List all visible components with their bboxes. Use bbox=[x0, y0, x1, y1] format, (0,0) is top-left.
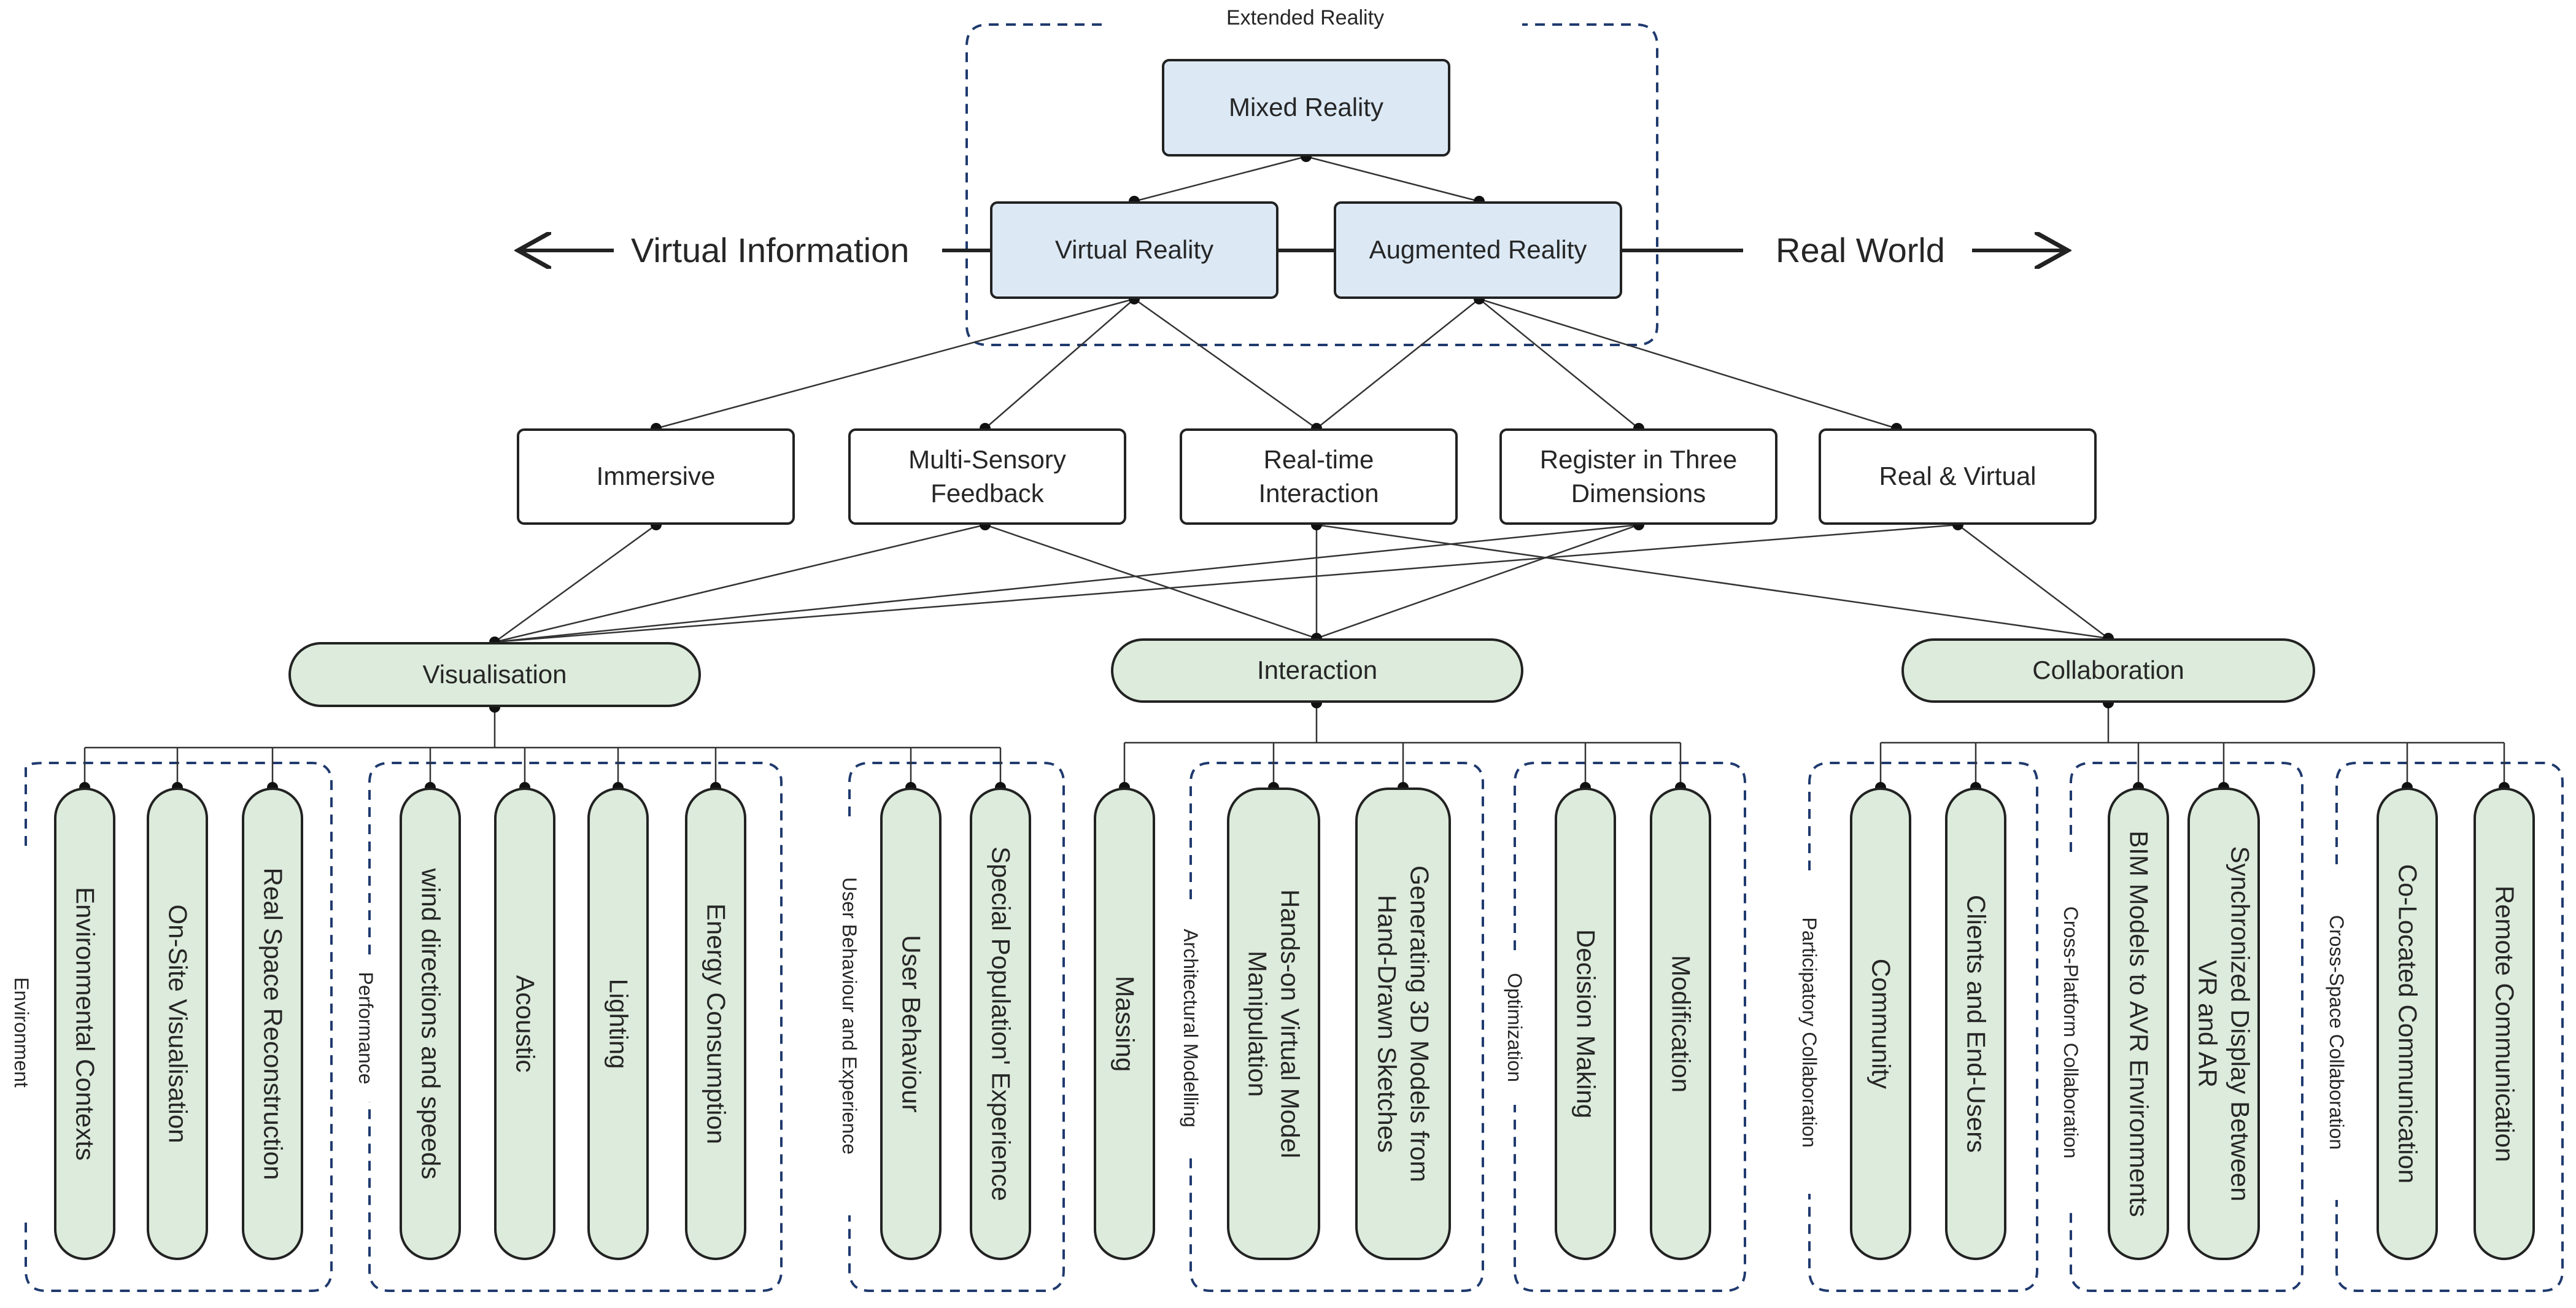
item-label: Community bbox=[1866, 958, 1896, 1089]
augmented-reality-label: Augmented Reality bbox=[1369, 235, 1587, 265]
group-label-user-behaviour: User Behaviour and Experience bbox=[838, 877, 861, 1155]
item-label: Generating 3D Models from Hand-Drawn Ske… bbox=[1373, 865, 1434, 1182]
item-label: Clients and End-Users bbox=[1962, 894, 1991, 1153]
item-user-behaviour: User Behaviour bbox=[880, 788, 942, 1260]
virtual-information-label: Virtual Information bbox=[631, 231, 910, 269]
item-onsite-visualisation: On-Site Visualisation bbox=[147, 788, 208, 1260]
category-label: Interaction bbox=[1256, 656, 1378, 685]
item-environmental-contexts: Environmental Contexts bbox=[54, 788, 115, 1260]
augmented-reality-box: Augmented Reality bbox=[1334, 201, 1622, 299]
item-label: Special Population' Experience bbox=[986, 846, 1016, 1201]
characteristic-label: Real-time Interaction bbox=[1258, 444, 1379, 508]
item-real-space-reconstruction: Real Space Reconstruction bbox=[242, 788, 303, 1260]
frame-optimization bbox=[1514, 762, 1746, 1292]
virtual-reality-label: Virtual Reality bbox=[1054, 235, 1214, 265]
dashed-frames bbox=[25, 23, 2564, 1292]
item-community: Community bbox=[1850, 788, 1911, 1260]
item-label: Massing bbox=[1110, 975, 1140, 1072]
item-bim: BIM Models to AVR Environments bbox=[2108, 788, 2169, 1260]
frame-user-behaviour bbox=[848, 762, 1065, 1292]
item-label: User Behaviour bbox=[897, 935, 926, 1113]
item-acoustic: Acoustic bbox=[494, 788, 555, 1260]
item-label: Synchronized Display Between VR and AR bbox=[2194, 846, 2255, 1202]
characteristic-immersive: Immersive bbox=[517, 428, 795, 525]
category-collaboration: Collaboration bbox=[1901, 638, 2315, 703]
item-label: Hands-on Virtual Model Manipulation bbox=[1244, 889, 1305, 1159]
group-label-architectural-modelling: Architectural Modelling bbox=[1180, 929, 1202, 1128]
item-massing: Massing bbox=[1094, 788, 1155, 1260]
category-label: Visualisation bbox=[422, 659, 567, 689]
characteristic-label: Real & Virtual bbox=[1879, 462, 2036, 491]
characteristic-label: Immersive bbox=[596, 462, 716, 491]
virtual-reality-box: Virtual Reality bbox=[990, 201, 1278, 299]
item-label: Remote Communication bbox=[2490, 885, 2520, 1163]
mixed-reality-box: Mixed Reality bbox=[1162, 59, 1450, 157]
characteristic-label: Register in Three Dimensions bbox=[1539, 444, 1738, 508]
item-hands-on: Hands-on Virtual Model Manipulation bbox=[1227, 788, 1320, 1260]
item-modification: Modification bbox=[1650, 788, 1711, 1260]
item-generating-3d: Generating 3D Models from Hand-Drawn Ske… bbox=[1355, 788, 1451, 1260]
extended-reality-title: Extended Reality bbox=[1226, 6, 1385, 29]
item-colocated: Co-Located Communication bbox=[2377, 788, 2438, 1260]
category-interaction: Interaction bbox=[1111, 638, 1523, 703]
item-special-population: Special Population' Experience bbox=[970, 788, 1031, 1260]
group-label-performance: Performance bbox=[355, 972, 377, 1085]
category-label: Collaboration bbox=[2032, 656, 2184, 685]
group-label-optimization: Optimization bbox=[1504, 973, 1526, 1082]
item-label: Modification bbox=[1666, 954, 1696, 1093]
item-clients: Clients and End-Users bbox=[1945, 788, 2006, 1260]
item-label: Environmental Contexts bbox=[71, 887, 100, 1161]
item-decision-making: Decision Making bbox=[1555, 788, 1616, 1260]
thin-connectors bbox=[494, 155, 2109, 643]
characteristic-register3d: Register in Three Dimensions bbox=[1499, 428, 1777, 525]
group-label-cross-space: Cross-Space Collaboration bbox=[2326, 915, 2348, 1150]
group-label-cross-platform: Cross-Platform Collaboration bbox=[2060, 906, 2082, 1159]
item-label: Decision Making bbox=[1571, 929, 1601, 1119]
frame-cross-platform bbox=[2070, 762, 2303, 1292]
frame-participatory bbox=[1808, 762, 2038, 1292]
frame-architectural-modelling bbox=[1189, 762, 1484, 1292]
item-label: Co-Located Communication bbox=[2393, 864, 2423, 1184]
item-energy: Energy Consumption bbox=[685, 788, 746, 1260]
item-label: wind directions and speeds bbox=[416, 868, 446, 1180]
characteristic-multisensory: Multi-Sensory Feedback bbox=[848, 428, 1126, 525]
characteristic-realtime: Real-time Interaction bbox=[1180, 428, 1458, 525]
characteristic-realvirtual: Real & Virtual bbox=[1819, 428, 2097, 525]
frame-extended-reality bbox=[965, 23, 1658, 346]
group-label-participatory: Participatory Collaboration bbox=[1798, 917, 1820, 1148]
tree-connectors bbox=[83, 703, 2505, 788]
characteristic-label: Multi-Sensory Feedback bbox=[908, 444, 1066, 508]
frame-environment bbox=[25, 762, 333, 1292]
item-label: BIM Models to AVR Environments bbox=[2124, 830, 2154, 1217]
item-label: Acoustic bbox=[511, 975, 540, 1073]
item-wind: wind directions and speeds bbox=[400, 788, 461, 1260]
mixed-reality-label: Mixed Reality bbox=[1228, 93, 1384, 122]
category-visualisation: Visualisation bbox=[288, 642, 701, 707]
item-label: Real Space Reconstruction bbox=[258, 867, 288, 1180]
item-remote: Remote Communication bbox=[2474, 788, 2535, 1260]
group-label-environment: Environment bbox=[10, 977, 33, 1088]
item-lighting: Lighting bbox=[587, 788, 649, 1260]
item-label: Energy Consumption bbox=[702, 903, 731, 1145]
real-world-label: Real World bbox=[1776, 231, 1945, 269]
frame-cross-space bbox=[2335, 762, 2564, 1292]
item-label: Lighting bbox=[604, 978, 633, 1069]
frame-performance bbox=[368, 762, 783, 1292]
item-label: On-Site Visualisation bbox=[163, 904, 193, 1144]
item-synchronized: Synchronized Display Between VR and AR bbox=[2187, 788, 2260, 1260]
